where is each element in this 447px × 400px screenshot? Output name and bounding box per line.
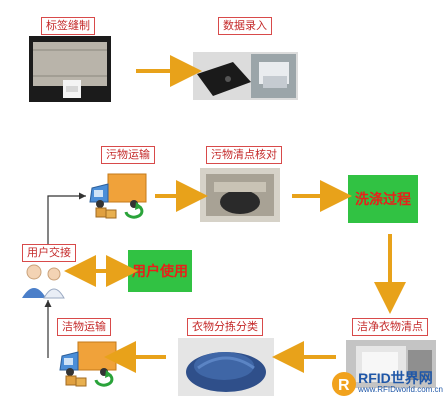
connector-handover-to-dirty-transport (47, 192, 86, 245)
sorting-photo (178, 338, 274, 396)
watermark: R RFID世界网 www.RFIDworld.com.cn (330, 370, 443, 398)
step-data-entry: 数据录入 (218, 17, 272, 35)
svg-text:R: R (338, 377, 350, 394)
dirty-transport-truck-icon (86, 170, 150, 220)
rfid-logo-icon: R (332, 372, 357, 396)
watermark-brand: RFID世界网 (358, 370, 433, 386)
step-washing: 洗涤过程 (348, 175, 418, 223)
dirty-check-photo (200, 168, 280, 222)
step-dirty-transport: 污物运输 (101, 146, 155, 164)
step-clean-transport: 洁物运输 (57, 318, 111, 336)
watermark-url: www.RFIDworld.com.cn (358, 385, 443, 394)
clean-check-photo (346, 340, 436, 388)
step-clean-check: 洁净衣物清点 (352, 318, 428, 336)
step-user-handover: 用户交接 (22, 244, 76, 262)
step-sorting: 衣物分拣分类 (187, 318, 263, 336)
step-user-use: 用户使用 (128, 250, 192, 292)
step-label-sewing: 标签缝制 (41, 17, 95, 35)
label-sewing-photo (29, 36, 111, 102)
step-dirty-check: 污物清点核对 (206, 146, 282, 164)
user-handover-icon (20, 262, 68, 300)
data-entry-photo (193, 52, 298, 100)
